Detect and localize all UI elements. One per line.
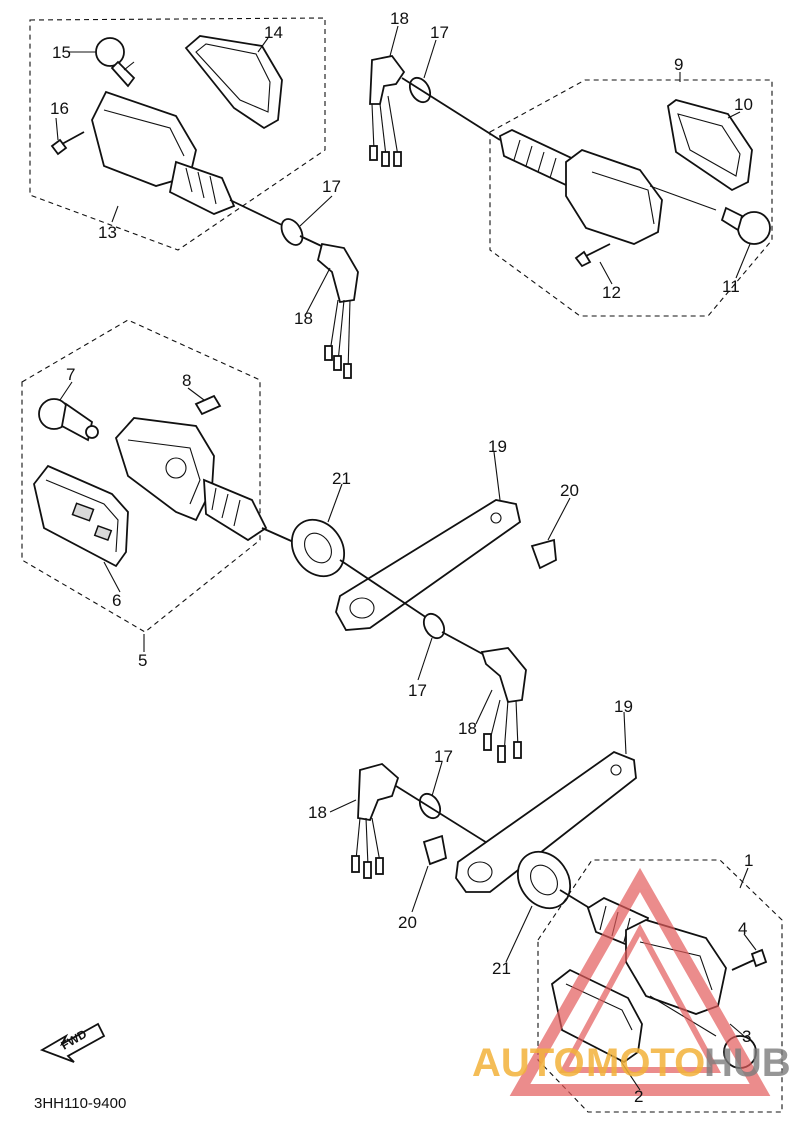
part-label-21-a: 21 xyxy=(332,469,351,488)
part-label-9: 9 xyxy=(674,55,683,74)
assembly-13-rear-left-flasher xyxy=(29,17,359,379)
part-label-2: 2 xyxy=(634,1087,643,1106)
bolt-line-a xyxy=(339,559,431,621)
lens-10 xyxy=(667,99,753,192)
screw-8 xyxy=(194,394,222,416)
part-label-21-b: 21 xyxy=(492,959,511,978)
part-label-13: 13 xyxy=(98,223,117,242)
part-label-12: 12 xyxy=(602,283,621,302)
stay-19-b xyxy=(455,750,637,893)
part-label-7: 7 xyxy=(66,365,75,384)
part-label-8: 8 xyxy=(182,371,191,390)
part-label-14: 14 xyxy=(264,23,283,42)
connector-18-b xyxy=(369,55,406,167)
part-number-labels: 15 14 16 13 17 18 18 17 9 10 12 11 7 8 6… xyxy=(50,9,753,1106)
assembly-5-boundary xyxy=(21,319,261,633)
connector-18-d xyxy=(351,763,400,879)
watermark-hub: HUB xyxy=(704,1041,791,1085)
part-label-20-a: 20 xyxy=(560,481,579,500)
watermark-text: AUTO MOTO HUB xyxy=(472,1041,791,1085)
assembly-9-boundary xyxy=(489,79,773,317)
bulb-11 xyxy=(649,185,771,245)
connector-18-a xyxy=(316,242,359,379)
screw-16 xyxy=(50,131,85,156)
part-label-18-b: 18 xyxy=(390,9,409,28)
part-label-19-a: 19 xyxy=(488,437,507,456)
part-label-11: 11 xyxy=(722,277,740,296)
assembly-5-front-left-flasher xyxy=(21,319,299,633)
grommet-17-b xyxy=(401,76,501,141)
grommet-17-c xyxy=(422,612,491,659)
part-label-1: 1 xyxy=(744,851,753,870)
part-label-18-d: 18 xyxy=(308,803,327,822)
part-label-10: 10 xyxy=(734,95,753,114)
stay-19-a xyxy=(335,499,522,631)
lens-6 xyxy=(33,464,129,568)
watermark-auto: AUTO xyxy=(472,1041,585,1085)
watermark-moto: MOTO xyxy=(586,1041,705,1085)
connector-18-c xyxy=(480,647,527,763)
part-label-4: 4 xyxy=(738,919,747,938)
bulb-7 xyxy=(38,398,99,442)
lens-14 xyxy=(184,35,283,130)
part-label-16: 16 xyxy=(50,99,69,118)
part-label-18-a: 18 xyxy=(294,309,313,328)
part-label-19-b: 19 xyxy=(614,697,633,716)
drawing-code: 3HH110-9400 xyxy=(34,1095,126,1112)
forward-arrow-icon: FWD xyxy=(39,1022,106,1063)
screw-12 xyxy=(574,243,611,268)
part-label-17-c: 17 xyxy=(408,681,427,700)
bulb-15 xyxy=(95,37,136,88)
housing-5 xyxy=(114,417,299,545)
screw-4 xyxy=(731,948,768,971)
part-label-17-a: 17 xyxy=(322,177,341,196)
clip-20-a xyxy=(530,538,557,570)
assembly-13-boundary xyxy=(29,17,326,251)
part-label-3: 3 xyxy=(742,1027,751,1046)
part-label-5: 5 xyxy=(138,651,147,670)
part-label-18-c: 18 xyxy=(458,719,477,738)
part-label-6: 6 xyxy=(112,591,121,610)
housing-9 xyxy=(498,128,663,245)
assembly-1-boundary xyxy=(537,859,783,1113)
part-label-17-b: 17 xyxy=(430,23,449,42)
part-label-15: 15 xyxy=(52,43,71,62)
grommet-21-a xyxy=(290,518,346,578)
leader-lines xyxy=(55,25,757,1091)
assembly-9-front-right-flasher xyxy=(369,55,773,317)
part-label-17-d: 17 xyxy=(434,747,453,766)
part-label-20-b: 20 xyxy=(398,913,417,932)
housing-13 xyxy=(91,90,285,227)
clip-20-b xyxy=(422,834,448,866)
